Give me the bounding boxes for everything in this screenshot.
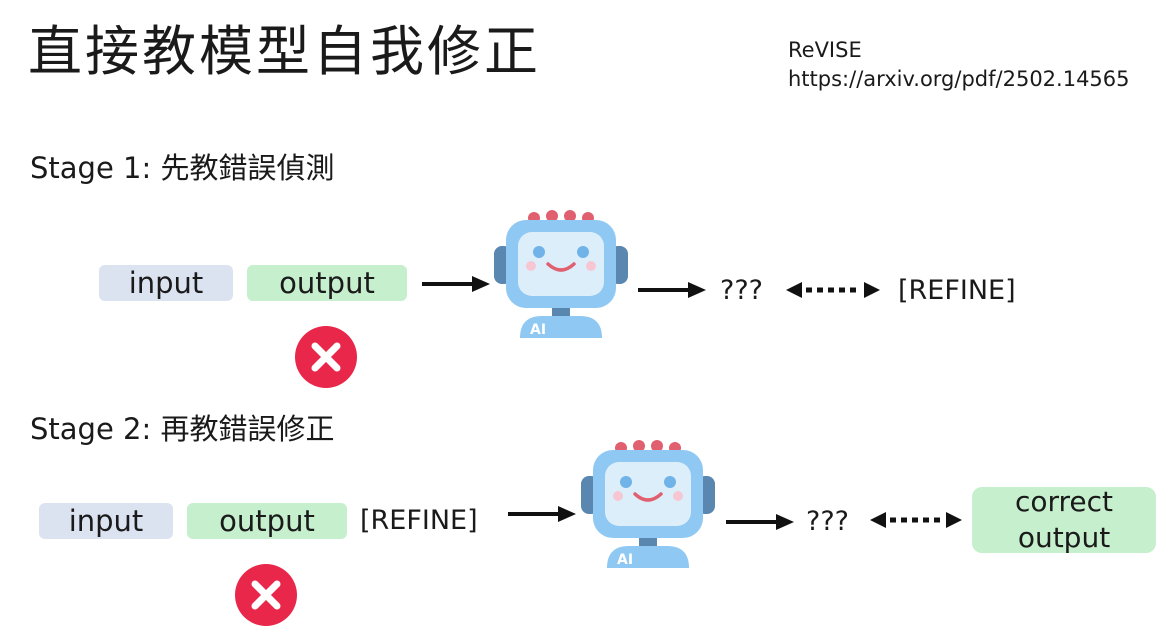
robot-icon: AI [494, 210, 628, 338]
stage1-result-label: ??? [720, 275, 763, 306]
stage2-input-box: input [39, 503, 173, 539]
stage2-label: Stage 2: 再教錯誤修正 [30, 412, 335, 446]
stage1-input-box: input [99, 265, 233, 301]
arrow-right-icon [638, 282, 706, 298]
stage2-result-label: ??? [806, 506, 849, 537]
arrow-right-icon [422, 276, 490, 292]
stage2-correct-output-box: correct output [972, 485, 1156, 554]
stage2-output-box: output [187, 503, 347, 539]
wrong-x-icon [295, 326, 357, 388]
stage2-refine-token: [REFINE] [360, 505, 478, 536]
reference-name: ReVISE [788, 38, 862, 62]
stage1-output-box: output [247, 265, 407, 301]
slide-title: 直接教模型自我修正 [28, 20, 541, 83]
arrow-right-icon [726, 514, 794, 530]
dotted-double-arrow-icon [786, 282, 880, 298]
robot-badge: AI [617, 552, 633, 568]
correct-output-line2: output [1017, 521, 1111, 554]
correct-output-line1: correct [1014, 485, 1114, 518]
reference-url: https://arxiv.org/pdf/2502.14565 [788, 67, 1130, 91]
wrong-x-icon [235, 564, 297, 626]
dotted-double-arrow-icon [870, 512, 962, 528]
stage1-label: Stage 1: 先教錯誤偵測 [30, 151, 335, 185]
stage1-refine-token: [REFINE] [898, 275, 1016, 306]
robot-badge: AI [530, 322, 546, 338]
robot-icon: AI [581, 440, 715, 568]
arrow-right-icon [508, 506, 576, 522]
reference-block: ReVISE https://arxiv.org/pdf/2502.14565 [788, 36, 1130, 94]
